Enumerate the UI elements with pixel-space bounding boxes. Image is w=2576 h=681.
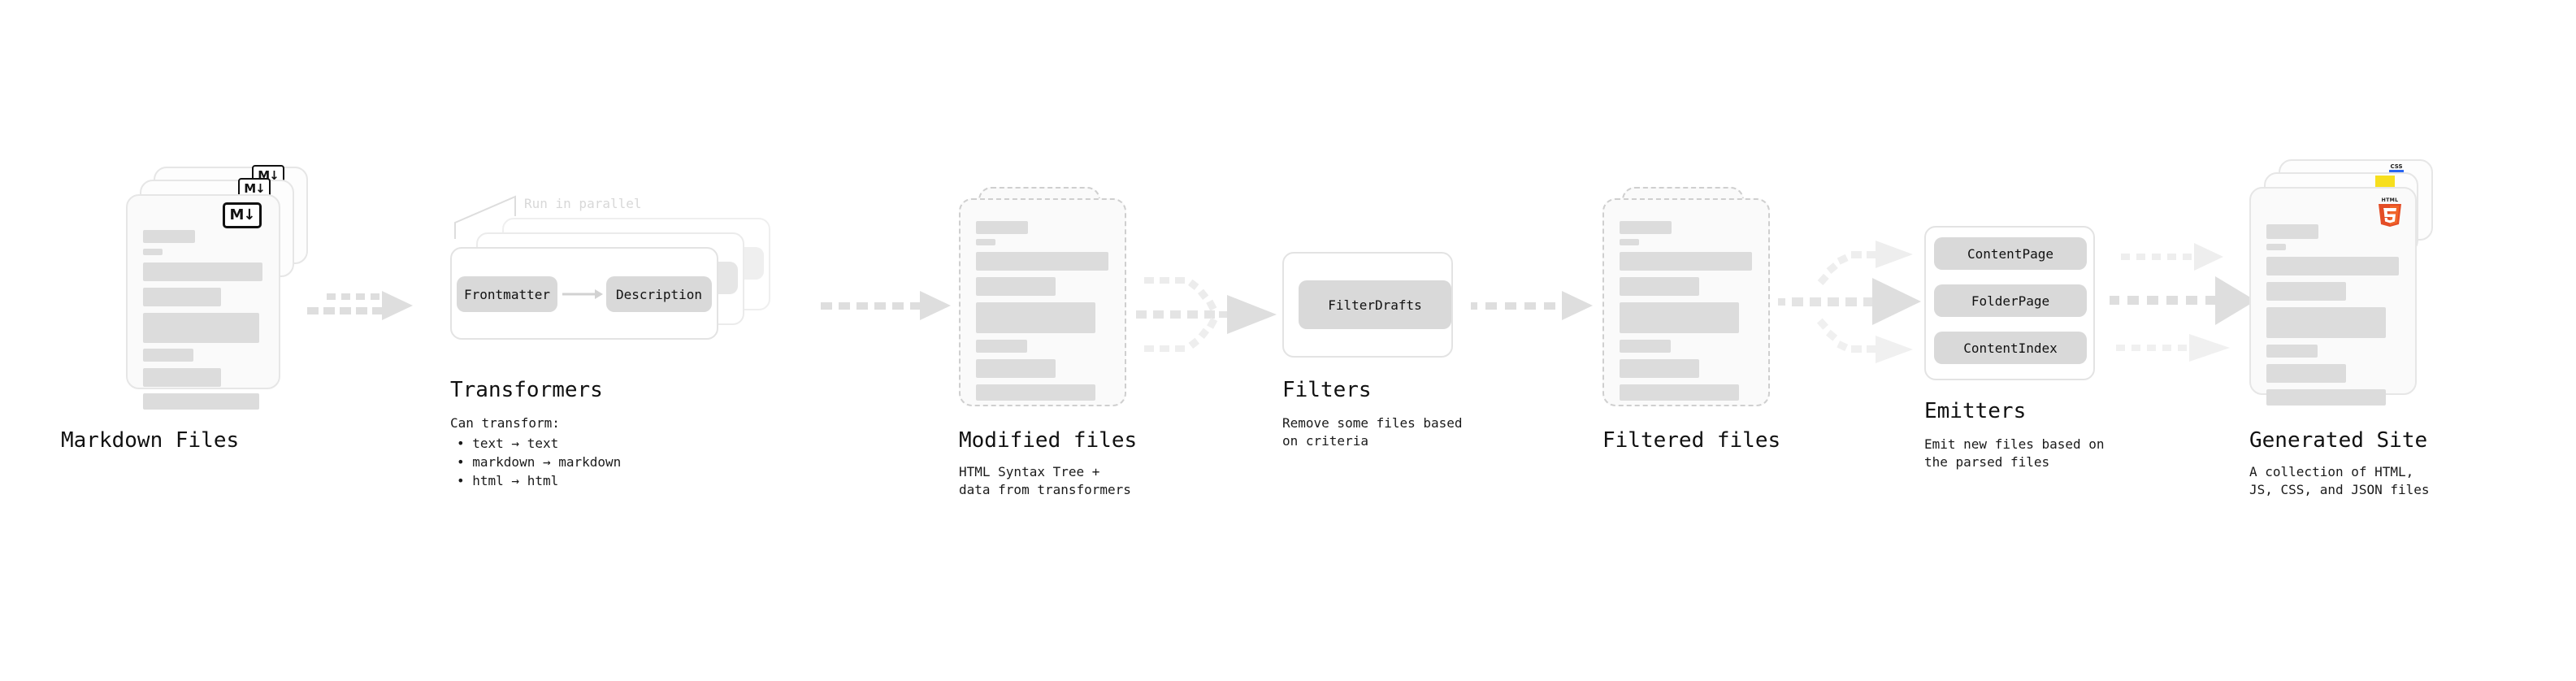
run-in-parallel-note: Run in parallel bbox=[524, 196, 642, 211]
arrow-filters-to-filtered bbox=[1471, 291, 1593, 320]
skeleton-bar bbox=[976, 221, 1028, 234]
skeleton-bar bbox=[143, 262, 262, 281]
parallel-brace bbox=[454, 195, 516, 239]
skeleton-bar bbox=[143, 349, 193, 362]
filters-chip-filterdrafts[interactable]: FilterDrafts bbox=[1299, 280, 1451, 329]
skeleton-bar bbox=[976, 302, 1095, 333]
stage-heading-transformers: Transformers bbox=[450, 378, 603, 402]
arrow-filtered-to-emitters bbox=[1778, 241, 1921, 363]
skeleton-bar bbox=[2266, 307, 2386, 338]
stage-desc-generated-site: A collection of HTML, JS, CSS, and JSON … bbox=[2249, 464, 2430, 497]
emitters-chip-contentpage[interactable]: ContentPage bbox=[1934, 237, 2087, 270]
skeleton-bar bbox=[143, 249, 163, 255]
skeleton-bar bbox=[2266, 345, 2318, 358]
skeleton-bar bbox=[1620, 359, 1699, 378]
transformer-chip-description[interactable]: Description bbox=[606, 276, 712, 312]
skeleton-bar bbox=[143, 393, 259, 410]
skeleton-bar bbox=[1620, 384, 1739, 401]
stage-desc-filters: Remove some files based on criteria bbox=[1282, 415, 1463, 449]
skeleton-bar bbox=[2266, 257, 2399, 275]
generated-site-stack: CSS HTML bbox=[2249, 159, 2461, 419]
skeleton-bar bbox=[976, 384, 1095, 401]
transformers-bullet: • markdown → markdown bbox=[457, 454, 622, 471]
stage-heading-filters: Filters bbox=[1282, 378, 1372, 402]
stage-heading-generated-site: Generated Site bbox=[2249, 428, 2428, 453]
markdown-icon: M↓ bbox=[223, 202, 262, 228]
emitters-chip-contentindex[interactable]: ContentIndex bbox=[1934, 332, 2087, 364]
skeleton-bar bbox=[976, 340, 1027, 353]
skeleton-bar bbox=[143, 368, 221, 387]
skeleton-bar bbox=[1620, 239, 1639, 245]
skeleton-bar bbox=[2266, 364, 2346, 383]
svg-text:HTML: HTML bbox=[2382, 197, 2399, 203]
skeleton-bar bbox=[1620, 302, 1739, 333]
stage-title-markdown-files: Markdown Files bbox=[61, 428, 240, 453]
filtered-files-stack bbox=[1602, 187, 1789, 423]
transformers-bullet: • html → html bbox=[457, 473, 559, 489]
skeleton-bar bbox=[1620, 221, 1672, 234]
skeleton-bar bbox=[976, 252, 1108, 271]
skeleton-bar bbox=[143, 313, 259, 343]
css-icon: CSS bbox=[2389, 163, 2404, 172]
transformers-group: Frontmatter Description bbox=[444, 218, 826, 348]
stage-desc-emitters: Emit new files based on the parsed files bbox=[1924, 436, 2105, 470]
skeleton-bar bbox=[976, 277, 1056, 296]
arrow-markdown-to-transformers bbox=[307, 291, 413, 320]
transformers-bullet-list: • text → text • markdown → markdown • ht… bbox=[457, 434, 621, 491]
skeleton-bar bbox=[2266, 282, 2346, 301]
modified-files-stack bbox=[959, 187, 1146, 423]
skeleton-bar bbox=[2266, 244, 2286, 250]
stage-heading-emitters: Emitters bbox=[1924, 399, 2027, 423]
transformer-arrow-front bbox=[562, 289, 603, 299]
stage-heading-modified-files: Modified files bbox=[959, 428, 1138, 453]
skeleton-bar bbox=[2266, 389, 2386, 406]
skeleton-bar bbox=[143, 288, 221, 306]
html5-icon: HTML bbox=[2379, 197, 2401, 227]
arrow-modified-to-filters bbox=[1136, 277, 1277, 352]
skeleton-bar bbox=[2266, 224, 2318, 239]
transformer-chip-frontmatter[interactable]: Frontmatter bbox=[457, 276, 557, 312]
stage-heading-filtered-files: Filtered files bbox=[1602, 428, 1781, 453]
transformers-bullet: • text → text bbox=[457, 436, 559, 451]
arrow-emitters-to-site bbox=[2110, 243, 2256, 362]
skeleton-bar bbox=[1620, 252, 1752, 271]
skeleton-bar bbox=[976, 359, 1056, 378]
skeleton-bar bbox=[1620, 340, 1671, 353]
stage-desc-modified-files: HTML Syntax Tree + data from transformer… bbox=[959, 464, 1131, 497]
markdown-files-stack: M↓ M↓ M↓ bbox=[126, 165, 313, 419]
skeleton-bar bbox=[1620, 277, 1699, 296]
svg-text:CSS: CSS bbox=[2390, 163, 2402, 170]
stage-desc-transformers: Can transform: bbox=[450, 415, 560, 431]
emitters-chip-folderpage[interactable]: FolderPage bbox=[1934, 284, 2087, 317]
arrow-transformers-to-modified bbox=[821, 291, 951, 320]
skeleton-bar bbox=[976, 239, 995, 245]
skeleton-bar bbox=[143, 230, 195, 243]
